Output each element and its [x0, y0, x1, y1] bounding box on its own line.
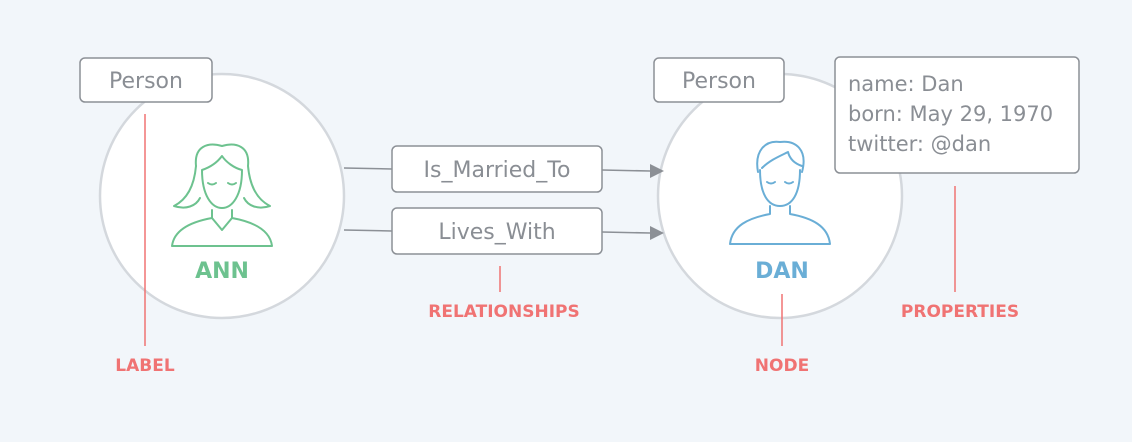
dan-label-text: Person: [682, 69, 756, 94]
property-born: born: May 29, 1970: [848, 102, 1053, 126]
ann-label-box[interactable]: Person: [79, 57, 213, 103]
relationship-lives-with[interactable]: Lives_With: [391, 207, 603, 255]
callout-relationships: RELATIONSHIPS: [428, 302, 579, 322]
callout-properties: PROPERTIES: [901, 302, 1019, 322]
callout-node: NODE: [755, 356, 809, 376]
edge-lives-with[interactable]: [343, 226, 664, 240]
properties-box[interactable]: name: Dan born: May 29, 1970 twitter: @d…: [834, 56, 1080, 174]
callout-label: LABEL: [115, 356, 175, 376]
man-icon: [729, 140, 831, 245]
ann-node-circle[interactable]: [98, 72, 346, 320]
dan-label-box[interactable]: Person: [653, 57, 785, 103]
edge-is-married-to[interactable]: [343, 164, 664, 178]
property-name: name: Dan: [848, 72, 964, 96]
dan-node-name: DAN: [755, 259, 809, 284]
woman-icon: [171, 143, 273, 247]
relationship-is-married-to[interactable]: Is_Married_To: [391, 145, 603, 193]
ann-label-text: Person: [109, 69, 183, 94]
ann-node-name: ANN: [195, 259, 249, 284]
relationship-label: Lives_With: [438, 220, 555, 245]
property-twitter: twitter: @dan: [848, 132, 991, 156]
relationship-label: Is_Married_To: [424, 158, 571, 183]
